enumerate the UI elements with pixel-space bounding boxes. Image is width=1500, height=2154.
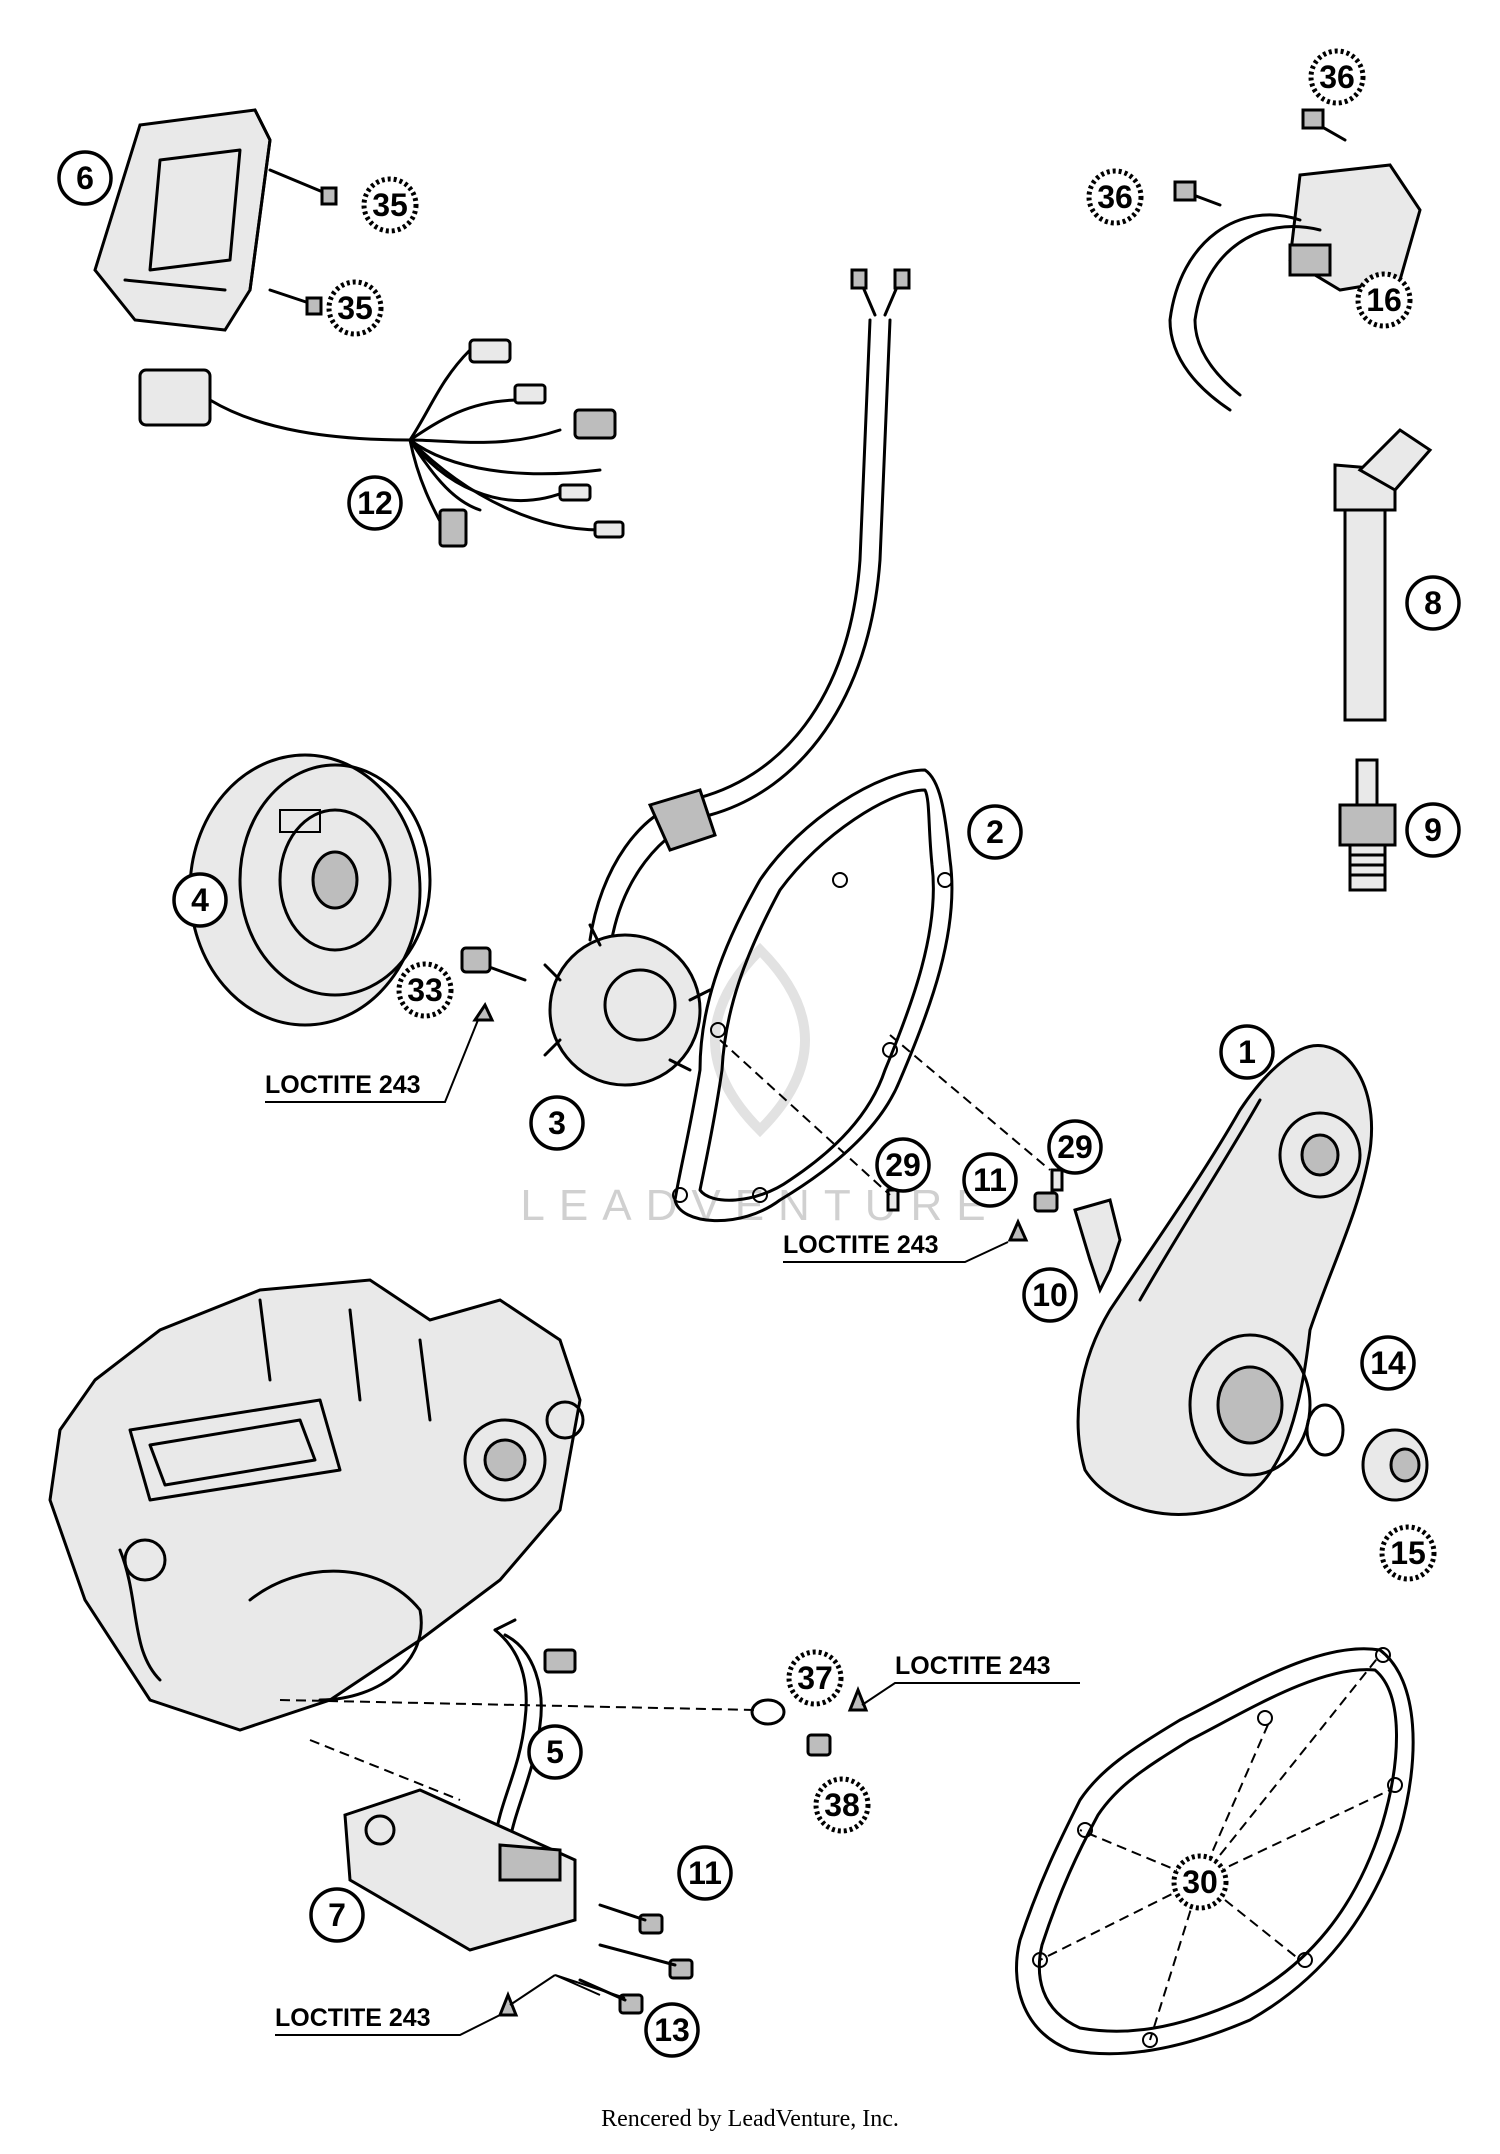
callout-6: 6: [57, 150, 113, 206]
svg-text:37: 37: [797, 1660, 833, 1696]
svg-text:10: 10: [1032, 1277, 1068, 1313]
svg-text:5: 5: [546, 1734, 564, 1770]
screws-13: [497, 1943, 694, 2017]
loctite-note-3: LOCTITE 243: [861, 1652, 1080, 1706]
callout-36-left: 36: [1086, 168, 1144, 226]
crankcase: [48, 1278, 585, 1732]
callout-4: 4: [172, 872, 228, 928]
sensor-bracket: [309, 1739, 577, 1952]
ignition-cover: [1076, 1044, 1373, 1516]
svg-text:4: 4: [191, 882, 209, 918]
svg-text:3: 3: [548, 1105, 566, 1141]
svg-text:8: 8: [1424, 585, 1442, 621]
svg-text:12: 12: [357, 485, 393, 521]
spark-plug-cap: [1333, 428, 1433, 722]
position-sensor-cable: [493, 1618, 577, 1842]
svg-text:LOCTITE 243: LOCTITE 243: [783, 1231, 939, 1259]
svg-text:7: 7: [328, 1897, 346, 1933]
stator-screw: [460, 946, 527, 1022]
callout-29-left: 29: [875, 1137, 931, 1193]
callout-2: 2: [967, 804, 1023, 860]
screw-11-upper: [1007, 1191, 1059, 1242]
callout-38: 38: [813, 1776, 871, 1834]
callout-8: 8: [1405, 575, 1461, 631]
cover-gasket: [1015, 1647, 1415, 2056]
svg-text:36: 36: [1097, 179, 1133, 215]
callout-11-lower: 11: [677, 1845, 733, 1901]
screw-plug: [1361, 1428, 1429, 1502]
screw-38: [806, 1685, 869, 1757]
callout-35-upper: 35: [361, 176, 419, 234]
svg-text:2: 2: [986, 814, 1004, 850]
callout-1: 1: [1219, 1024, 1275, 1080]
svg-text:36: 36: [1319, 59, 1355, 95]
svg-text:38: 38: [824, 1787, 860, 1823]
callout-37: 37: [786, 1649, 844, 1707]
svg-text:11: 11: [688, 1855, 722, 1891]
svg-text:LOCTITE 243: LOCTITE 243: [895, 1652, 1051, 1680]
flywheel-rotor: [188, 753, 432, 1027]
stator-with-cable: [543, 268, 911, 1087]
svg-text:LOCTITE 243: LOCTITE 243: [265, 1071, 421, 1099]
loctite-note-2: LOCTITE 243: [783, 1231, 1009, 1263]
svg-text:35: 35: [337, 290, 373, 326]
callout-30: 30: [1171, 1853, 1229, 1911]
callout-9: 9: [1405, 802, 1461, 858]
callout-14: 14: [1360, 1335, 1416, 1391]
callout-10: 10: [1022, 1267, 1078, 1323]
render-credit: Rencered by LeadVenture, Inc.: [601, 2106, 899, 2132]
callout-7: 7: [309, 1887, 365, 1943]
o-ring: [1305, 1403, 1345, 1457]
callout-16: 16: [1355, 271, 1413, 329]
washer-37: [279, 1698, 786, 1726]
svg-text:LOCTITE 243: LOCTITE 243: [275, 2004, 431, 2032]
ignition-cover-gasket: [672, 768, 954, 1223]
svg-text:29: 29: [885, 1147, 921, 1183]
screw-11-lower: [598, 1903, 664, 1935]
svg-text:35: 35: [372, 187, 408, 223]
callout-33: 33: [396, 961, 454, 1019]
svg-text:9: 9: [1424, 812, 1442, 848]
svg-text:11: 11: [973, 1162, 1007, 1198]
callout-11-upper: 11: [962, 1152, 1018, 1208]
ecu-screws: [268, 168, 338, 316]
callout-15: 15: [1379, 1524, 1437, 1582]
callout-13: 13: [644, 2002, 700, 2058]
spark-plug: [1338, 758, 1397, 892]
wiring-harness: [138, 338, 625, 548]
svg-text:33: 33: [407, 972, 443, 1008]
callout-3: 3: [529, 1095, 585, 1151]
svg-text:29: 29: [1057, 1129, 1093, 1165]
svg-text:14: 14: [1370, 1345, 1406, 1381]
svg-text:30: 30: [1182, 1864, 1218, 1900]
svg-text:1: 1: [1238, 1034, 1256, 1070]
ecu-unit: [93, 108, 272, 332]
callout-5: 5: [527, 1724, 583, 1780]
callout-35-lower: 35: [326, 279, 384, 337]
svg-text:16: 16: [1366, 282, 1402, 318]
callout-29-right: 29: [1047, 1119, 1103, 1175]
loctite-note-4: LOCTITE 243: [275, 2004, 501, 2036]
svg-text:6: 6: [76, 160, 94, 196]
callout-12: 12: [347, 475, 403, 531]
svg-text:13: 13: [654, 2012, 690, 2048]
ignition-coil: [1168, 108, 1422, 412]
svg-text:15: 15: [1390, 1535, 1426, 1571]
callout-36-top: 36: [1308, 48, 1366, 106]
cable-clamp: [1073, 1198, 1122, 1294]
loctite-note-1: LOCTITE 243: [265, 1019, 479, 1103]
